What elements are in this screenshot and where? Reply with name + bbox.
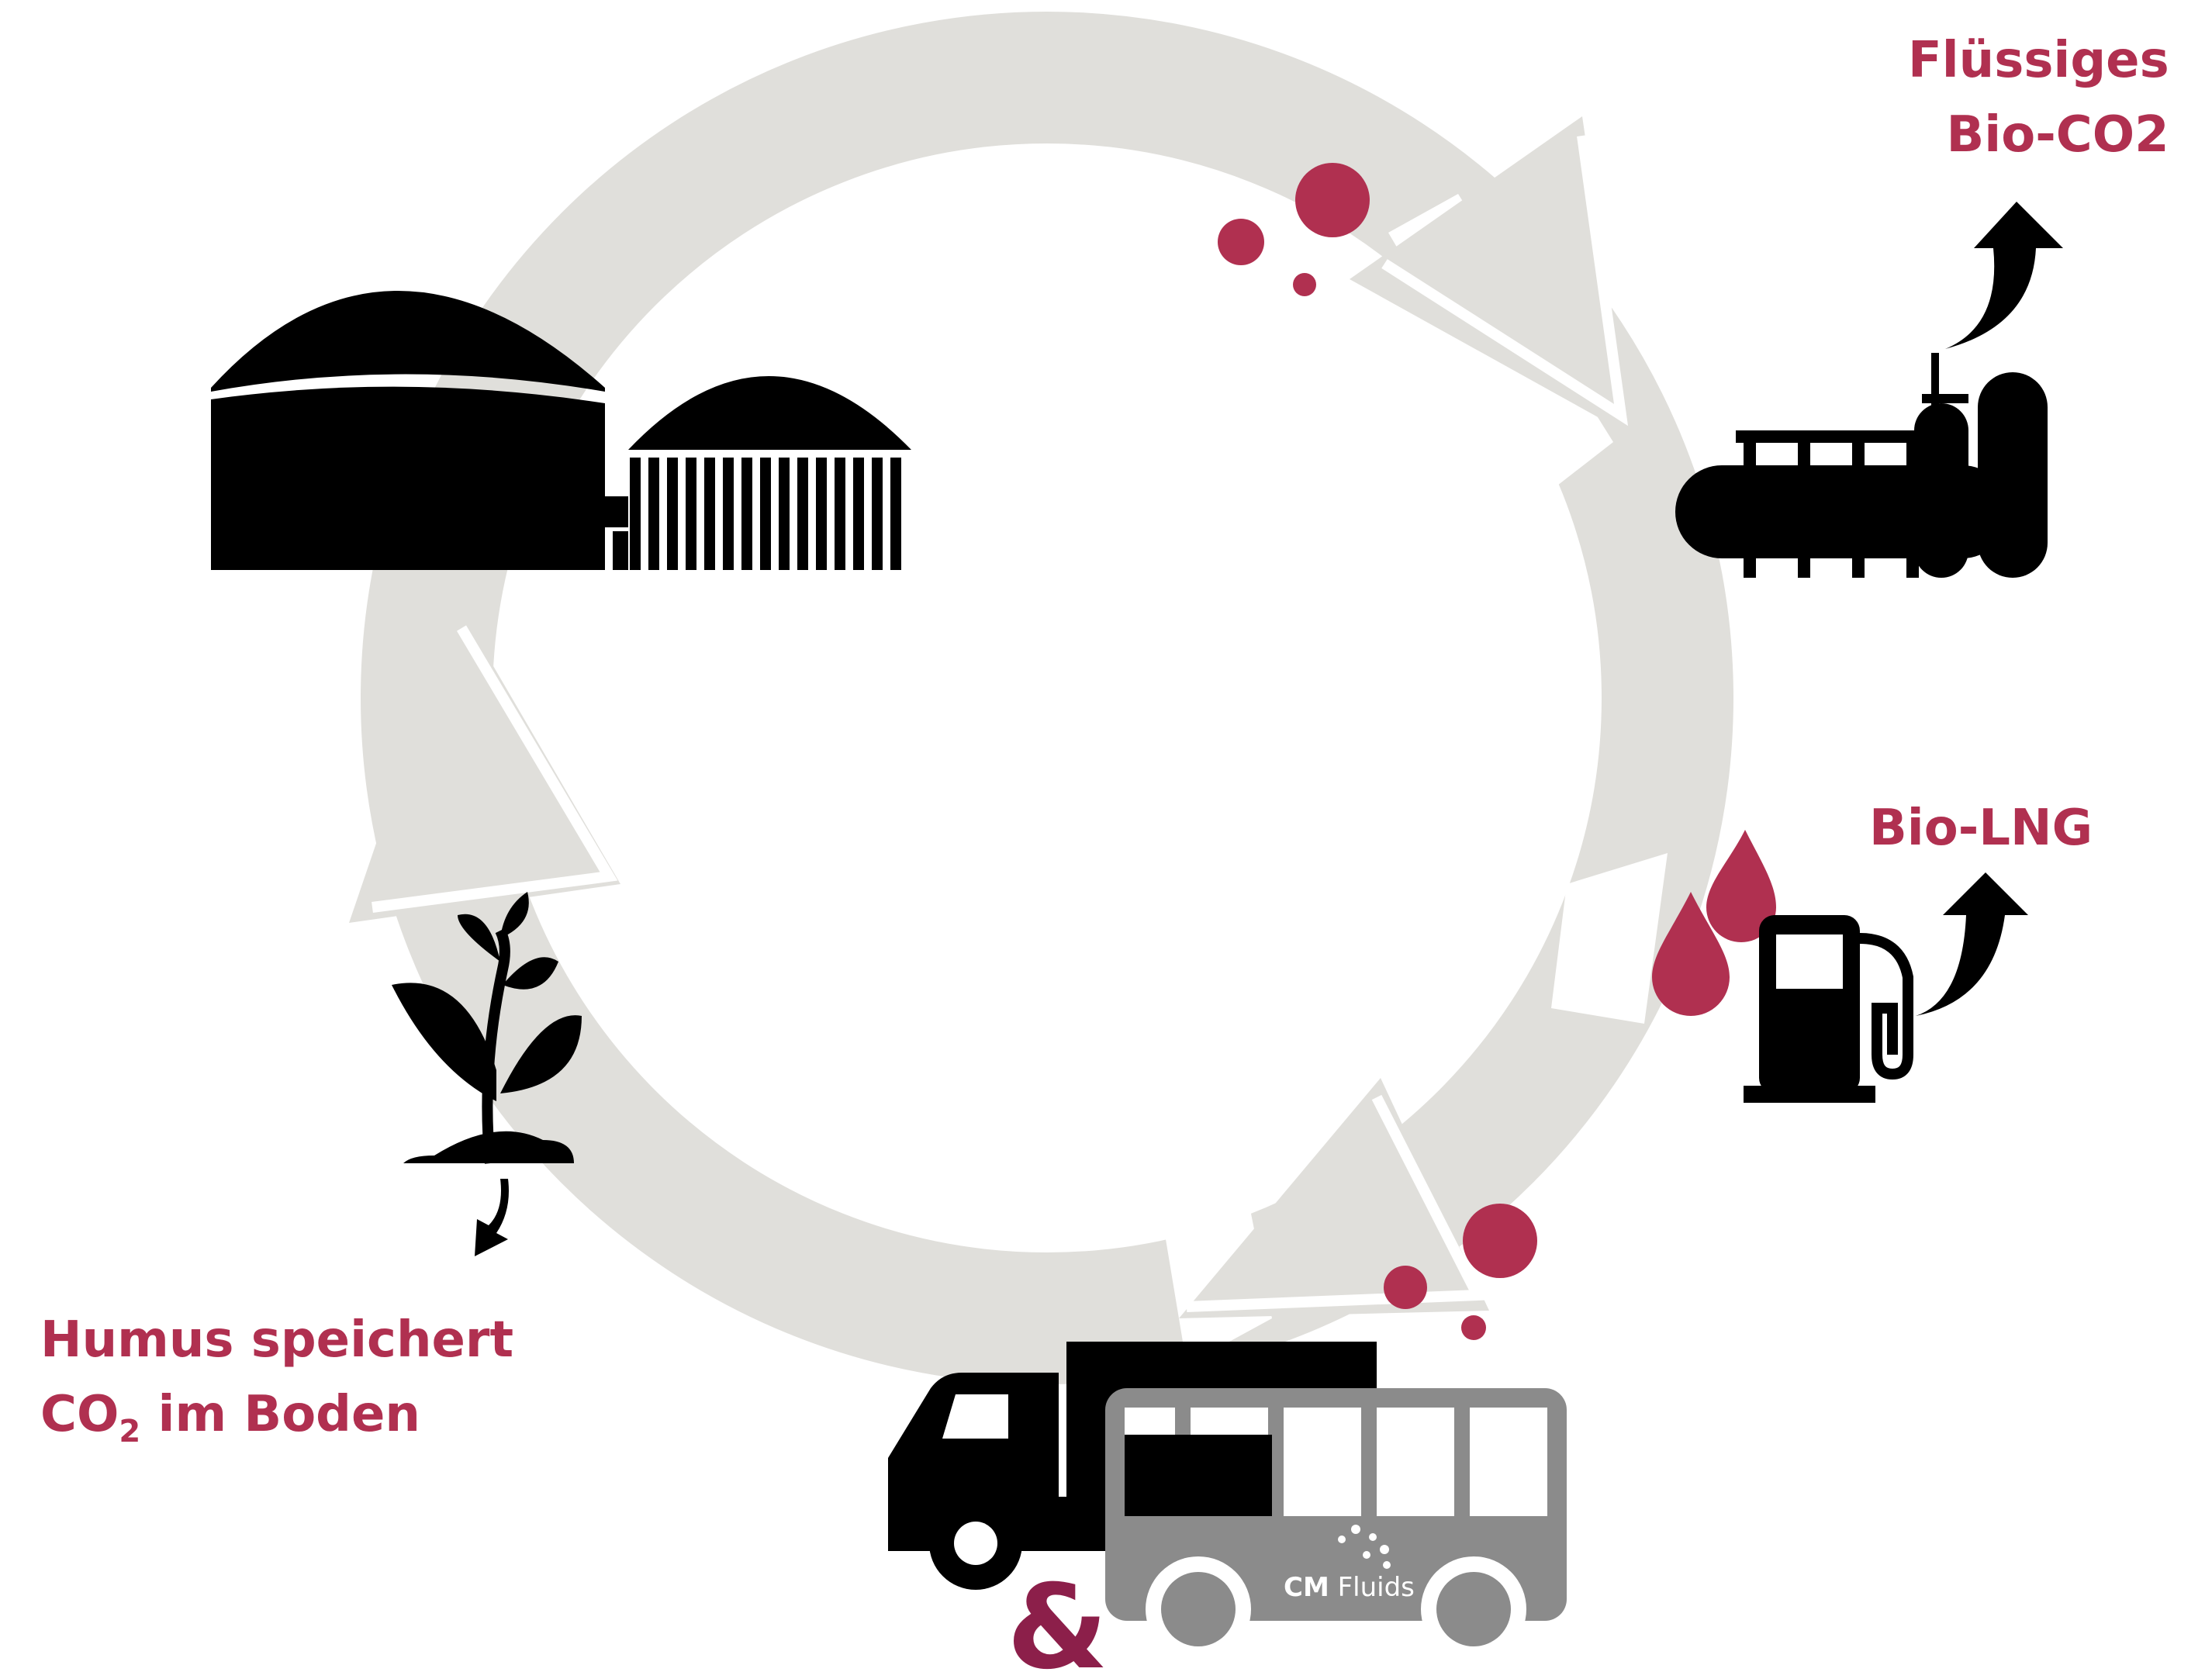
arrowhead-left [349, 605, 620, 923]
arrowhead-bottom [1179, 1078, 1489, 1318]
plant-icon [392, 892, 582, 1256]
ampersand-symbol: & [1007, 1560, 1108, 1672]
lng-up-arrow-icon [1916, 872, 2028, 1016]
label-bio-lng: Bio-LNG [1869, 791, 2093, 865]
label-humus-rest: im Boden [140, 1386, 420, 1443]
label-co2-line1: Flüssiges [1908, 32, 2169, 89]
label-humus-co: CO [40, 1386, 119, 1443]
bus-logo-brand-bold: CM [1284, 1572, 1329, 1603]
biogas-plant-icon [211, 291, 911, 570]
bus-logo-brand-rest: Fluids [1329, 1572, 1415, 1603]
label-humus-line1: Humus speichert [40, 1311, 514, 1369]
vehicle-bubbles [1384, 1204, 1537, 1340]
liquefaction-tank-icon [1675, 353, 2048, 578]
co2-bubbles [1218, 163, 1370, 296]
bus-icon: CM Fluids [1105, 1388, 1567, 1662]
lng-drops [1652, 830, 1776, 1016]
cycle-arrowheads [349, 116, 1629, 1318]
label-humus: Humus speichert CO2 im Boden [40, 1303, 513, 1452]
bus-logo-text: CM Fluids [1284, 1572, 1415, 1603]
co2-up-arrow-icon [1945, 202, 2063, 349]
label-co2-line2: Bio-CO2 [1946, 106, 2169, 164]
label-humus-sub: 2 [119, 1414, 141, 1449]
label-liquid-bio-co2: Flüssiges Bio-CO2 [1908, 23, 2169, 172]
arrowhead-top-right [1350, 116, 1629, 434]
label-humus-line2: CO2 im Boden [40, 1377, 513, 1452]
fuel-pump-icon [1744, 915, 1913, 1103]
label-lng-text: Bio-LNG [1869, 800, 2093, 857]
